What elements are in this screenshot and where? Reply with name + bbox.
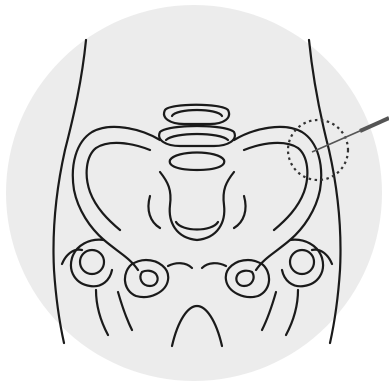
background-disc	[6, 5, 382, 381]
